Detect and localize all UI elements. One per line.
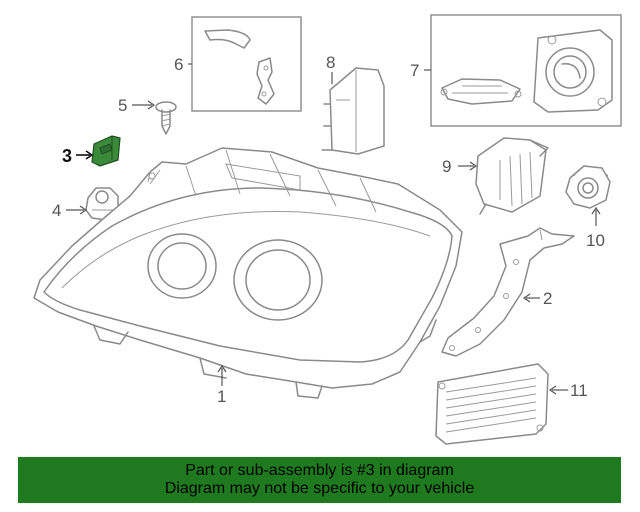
callout-10: 10 bbox=[586, 231, 605, 250]
part-10-cap bbox=[565, 165, 611, 209]
parts-diagram: 6 7 8 5 3 bbox=[33, 14, 622, 445]
callout-1: 1 bbox=[217, 387, 226, 406]
callout-3: 3 bbox=[62, 146, 72, 166]
part-8-control-module bbox=[321, 67, 385, 155]
callout-4: 4 bbox=[52, 201, 61, 220]
part-7-ballast-cap bbox=[430, 14, 622, 127]
callout-11: 11 bbox=[570, 381, 588, 400]
banner-line-1: Part or sub-assembly is #3 in diagram bbox=[185, 462, 454, 479]
callout-8: 8 bbox=[326, 53, 335, 72]
part-2-bracket bbox=[441, 227, 575, 357]
diagram-notice-banner: Part or sub-assembly is #3 in diagram Di… bbox=[18, 457, 621, 503]
part-5-screw bbox=[155, 101, 177, 135]
callout-6: 6 bbox=[174, 55, 183, 74]
callout-9: 9 bbox=[442, 157, 451, 176]
part-11-cooling-module bbox=[435, 363, 549, 445]
part-1-headlamp bbox=[33, 147, 463, 399]
part-3-clip bbox=[91, 135, 121, 167]
callout-7: 7 bbox=[410, 61, 419, 80]
part-9-igniter bbox=[475, 137, 549, 215]
callout-5: 5 bbox=[118, 96, 127, 115]
callout-2: 2 bbox=[543, 289, 552, 308]
part-6-brackets bbox=[191, 16, 302, 112]
banner-line-2: Diagram may not be specific to your vehi… bbox=[164, 480, 475, 497]
